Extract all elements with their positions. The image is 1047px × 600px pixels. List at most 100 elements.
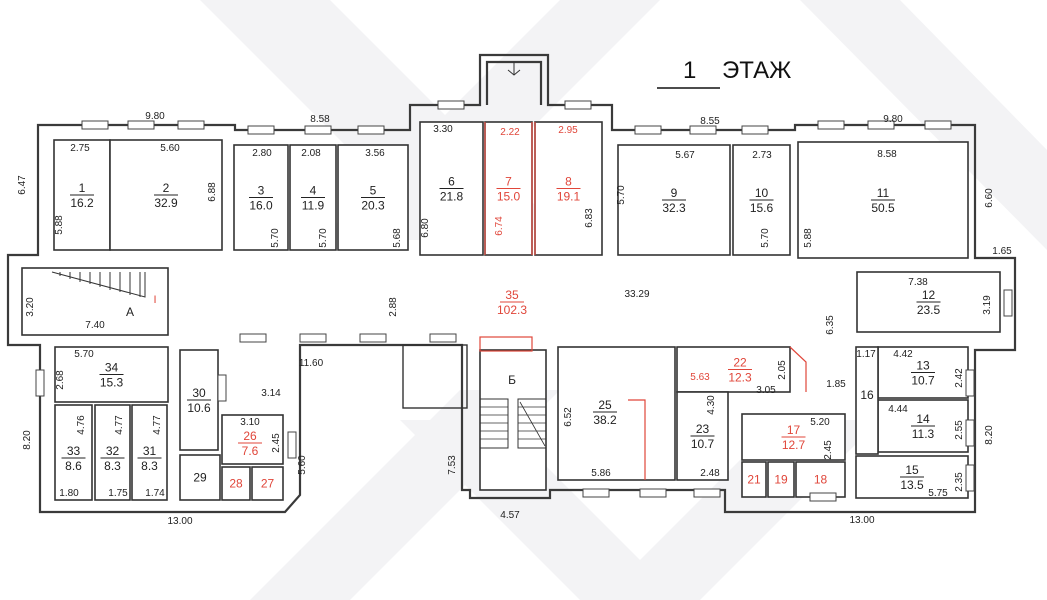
- room-18[interactable]: 18: [795, 461, 846, 498]
- dimension-label: 3.19: [982, 295, 993, 315]
- room-area: 19.1: [557, 190, 581, 204]
- room-outline: [855, 346, 879, 455]
- room-area: 20.3: [361, 199, 385, 213]
- window: [429, 333, 457, 343]
- dimension-label: 4.30: [706, 395, 717, 415]
- room-outline: [221, 466, 251, 501]
- room-29[interactable]: 29: [179, 454, 221, 501]
- dimension-label: 2.68: [55, 370, 66, 390]
- window: [965, 464, 975, 492]
- dimension-label: 1.75: [108, 488, 128, 499]
- dimension-label: 2.55: [954, 420, 965, 440]
- room-area: 21.8: [440, 190, 464, 204]
- dimension-label: 2.22: [500, 127, 520, 138]
- dimension-label: 6.74: [494, 216, 505, 236]
- room-area: 7.6: [242, 444, 259, 458]
- room-32[interactable]: 328.3: [94, 404, 131, 501]
- room-number: 10: [755, 186, 769, 200]
- room-number: 32: [106, 444, 120, 458]
- dimension-label: 5.70: [760, 228, 771, 248]
- stair-a-label: А: [126, 305, 134, 319]
- room-area: 8.6: [65, 459, 82, 473]
- room-area: 10.7: [691, 437, 715, 451]
- room-21[interactable]: 21: [741, 461, 767, 498]
- dimension-label: 5.88: [54, 215, 65, 235]
- room-number: 18: [814, 473, 828, 487]
- window: [809, 492, 837, 502]
- dimension-label: 2.75: [70, 143, 90, 154]
- room-area: 12.3: [728, 371, 752, 385]
- room-number: 19: [774, 473, 788, 487]
- room-outline: [54, 404, 93, 501]
- room-1[interactable]: 116.2: [53, 139, 111, 251]
- room-8[interactable]: 819.1: [534, 121, 603, 256]
- window: [564, 100, 592, 110]
- window: [965, 419, 975, 447]
- window: [239, 333, 267, 343]
- room-19[interactable]: 19: [767, 461, 795, 498]
- window: [741, 125, 769, 135]
- window: [35, 369, 45, 397]
- room-26[interactable]: 267.6: [221, 414, 284, 465]
- room-31[interactable]: 318.3: [131, 404, 168, 501]
- dimension-label: 2.45: [823, 440, 834, 460]
- dimension-label: 9.80: [883, 114, 903, 125]
- dimension-label: 6.52: [563, 407, 574, 427]
- dimension-label: 4.77: [152, 415, 163, 435]
- room-28[interactable]: 28: [221, 466, 251, 501]
- room-outline: [767, 461, 795, 498]
- room-area: 12.7: [782, 438, 806, 452]
- room-9[interactable]: 932.3: [617, 144, 731, 256]
- dimension-label: 6.83: [584, 208, 595, 228]
- room-7[interactable]: 715.0: [484, 121, 533, 256]
- room-6[interactable]: 621.8: [419, 121, 484, 256]
- window: [357, 125, 385, 135]
- room-number: 33: [67, 444, 81, 458]
- dimension-label: 13.00: [167, 516, 192, 527]
- dimension-label: 7.53: [447, 455, 458, 475]
- window: [359, 333, 387, 343]
- room-number: 23: [696, 422, 710, 436]
- room-outline: [557, 346, 676, 481]
- window: [1003, 289, 1013, 317]
- room-4[interactable]: 411.9: [289, 144, 337, 251]
- floor-number: 1: [683, 57, 696, 84]
- outer-wall: [6, 53, 1017, 514]
- room-5[interactable]: 520.3: [337, 144, 409, 251]
- dimension-label: 1.85: [826, 379, 846, 390]
- dimension-label: 1.80: [59, 488, 79, 499]
- room-area: 32.9: [154, 196, 178, 210]
- window: [693, 488, 721, 498]
- room-33[interactable]: 338.6: [54, 404, 93, 501]
- dimension-label: 5.88: [803, 228, 814, 248]
- room-number: 30: [192, 386, 206, 400]
- room-2[interactable]: 232.9: [109, 139, 223, 251]
- dimension-label: 6.60: [984, 188, 995, 208]
- room-27[interactable]: 27: [251, 466, 284, 501]
- dimension-label: 3.14: [261, 388, 281, 399]
- room-number: 11: [877, 186, 890, 200]
- room-outline: [179, 454, 221, 501]
- dimension-label: 2.08: [301, 148, 321, 159]
- room-16[interactable]: 16: [855, 346, 879, 455]
- room-3[interactable]: 316.0: [233, 144, 289, 251]
- room-area: 38.2: [593, 413, 617, 427]
- room-area: 50.5: [871, 201, 895, 215]
- window: [287, 431, 297, 459]
- room-number: 9: [671, 186, 678, 200]
- dimension-label: 5.70: [74, 349, 94, 360]
- dimension-label: 7.38: [908, 277, 928, 288]
